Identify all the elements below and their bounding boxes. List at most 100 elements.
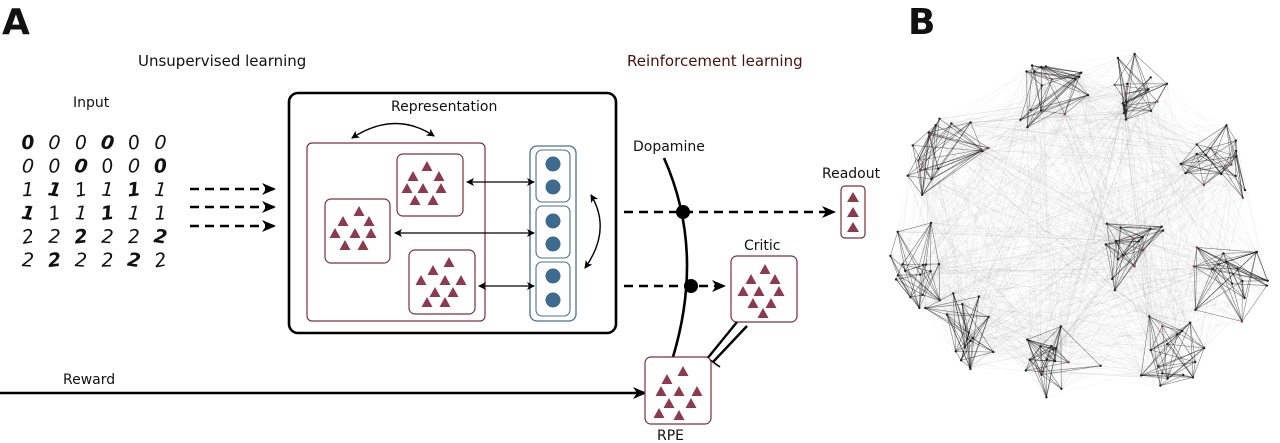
network-edge <box>910 278 1113 298</box>
network-edge <box>1031 65 1205 349</box>
network-node <box>1024 369 1028 372</box>
network-edge <box>1150 77 1268 281</box>
network-node <box>896 274 900 277</box>
network-edge <box>1040 110 1127 347</box>
network-edge <box>1114 84 1127 103</box>
network-edge <box>1040 346 1057 349</box>
network-edge <box>1054 105 1125 362</box>
network-edge <box>1046 359 1048 398</box>
network-edge <box>946 314 969 333</box>
network-edge <box>920 169 1028 340</box>
network-edge <box>1134 53 1194 378</box>
network-edge <box>929 134 1243 322</box>
network-node <box>1051 348 1055 351</box>
network-edge <box>968 164 1232 333</box>
network-edge <box>1140 343 1168 376</box>
network-edge <box>925 150 1237 309</box>
network-edge <box>897 274 921 276</box>
network-node <box>1189 321 1192 324</box>
network-edge <box>970 122 1224 254</box>
network-edge <box>1039 140 1237 372</box>
network-edge <box>1117 57 1127 94</box>
network-edge <box>1193 251 1257 267</box>
unit-icon <box>545 268 561 284</box>
network-edge <box>1185 153 1198 174</box>
network-edge <box>1026 71 1150 317</box>
network-edge <box>939 101 1158 301</box>
network-edge <box>981 149 1181 165</box>
network-edge <box>897 231 962 361</box>
network-node <box>1045 358 1049 361</box>
network-edge <box>970 164 1232 342</box>
network-node <box>1149 348 1153 352</box>
network-node <box>1166 377 1169 380</box>
network-edge <box>1150 322 1191 351</box>
network-node <box>1050 345 1053 348</box>
network-node <box>1161 229 1165 232</box>
network-edge <box>1068 83 1128 363</box>
neuron-icon <box>433 171 445 181</box>
network-edge <box>939 119 1021 301</box>
network-edge <box>897 275 1161 386</box>
network-edge <box>1176 156 1237 335</box>
network-edge <box>1060 326 1101 367</box>
network-edge <box>1030 109 1143 238</box>
network-edge <box>1167 252 1257 345</box>
network-edge <box>970 251 1257 342</box>
network-node <box>1217 263 1220 266</box>
network-edge <box>1133 228 1151 239</box>
neuron-icon <box>401 183 413 193</box>
network-edge <box>969 347 1205 368</box>
network-edge <box>918 150 1237 161</box>
network-edge <box>970 110 1127 123</box>
neuron-cluster <box>401 161 447 205</box>
neuron-cluster <box>653 366 703 420</box>
network-edge <box>1210 147 1246 191</box>
network-edge <box>922 154 1206 195</box>
network-edge <box>1122 103 1152 351</box>
network-edge <box>1027 126 1107 245</box>
network-edge <box>978 78 1076 297</box>
network-edge <box>1167 322 1191 379</box>
network-edge <box>1039 365 1101 372</box>
network-edge <box>1027 78 1076 128</box>
network-edge <box>938 147 989 265</box>
network-node <box>896 230 899 233</box>
network-edge <box>981 149 1119 260</box>
network-edge <box>920 169 1062 389</box>
network-edge <box>1081 72 1237 157</box>
network-edge <box>1125 101 1158 120</box>
network-edge <box>967 253 1224 340</box>
network-edge <box>955 351 1030 360</box>
network-edge <box>955 264 1219 352</box>
neuron-icon <box>357 240 369 250</box>
network-edge <box>1185 172 1222 175</box>
network-edge <box>1148 89 1194 378</box>
network-edge <box>1148 89 1178 335</box>
network-edge <box>921 66 1047 195</box>
network-edge <box>1026 71 1107 245</box>
network-edge <box>964 345 1052 348</box>
network-edge <box>930 222 1052 347</box>
network-edge <box>981 71 1035 150</box>
network-edge <box>1140 316 1150 376</box>
network-node <box>1040 373 1043 376</box>
network-edge <box>1051 79 1222 175</box>
network-edge <box>925 134 930 309</box>
digit-sample: 0 <box>154 132 167 155</box>
network-edge <box>920 169 1142 376</box>
network-edge <box>907 175 940 265</box>
network-edge <box>1052 175 1236 350</box>
network-node <box>1209 146 1212 150</box>
neuron-icon <box>691 386 703 396</box>
network-edge <box>902 264 973 339</box>
network-edge <box>895 279 923 296</box>
network-edge <box>890 255 956 352</box>
network-edge <box>1045 66 1126 94</box>
network-edge <box>897 112 1125 276</box>
input-arrows <box>190 183 276 232</box>
network-edge <box>1122 103 1236 141</box>
network-edge <box>1126 102 1159 367</box>
network-edge <box>925 66 1042 265</box>
network-edge <box>970 296 980 369</box>
